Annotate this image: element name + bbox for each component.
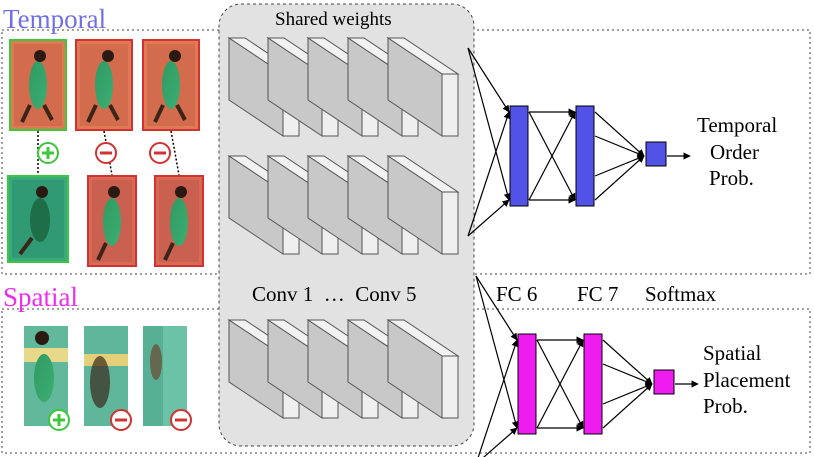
spatial-output-line-3: Prob. bbox=[703, 394, 748, 419]
connection-arrow bbox=[483, 427, 518, 457]
fc6-temporal-bar bbox=[509, 105, 529, 207]
connection-arrow bbox=[594, 155, 645, 201]
conv-stack-temporal-bottom bbox=[227, 155, 460, 255]
spatial-patches bbox=[24, 326, 192, 431]
temporal-output-line-3: Prob. bbox=[709, 166, 754, 191]
frame-bottom-2 bbox=[87, 175, 137, 267]
conv-stack-temporal-top bbox=[227, 37, 460, 137]
connection-arrow bbox=[467, 199, 510, 237]
connection-arrow bbox=[528, 111, 576, 201]
frame-top-2 bbox=[75, 39, 133, 131]
temporal-output-label: Temporal Order Prob. bbox=[697, 112, 777, 192]
softmax-label: Softmax bbox=[645, 282, 717, 306]
spatial-output-line-1: Spatial bbox=[703, 341, 762, 365]
spatial-output-label: Spatial Placement Prob. bbox=[703, 340, 790, 420]
plus-sign-icon bbox=[48, 409, 70, 431]
connection-arrow bbox=[536, 339, 584, 429]
spatial-output-line-2: Placement bbox=[703, 367, 791, 392]
arrows-spatial bbox=[475, 275, 699, 457]
conv-layers-label: Conv 1 … Conv 5 bbox=[252, 282, 417, 306]
conv-slab-front bbox=[441, 191, 459, 255]
conv-slab-front bbox=[441, 355, 459, 419]
softmax-temporal-box bbox=[645, 141, 667, 167]
connection-arrow bbox=[602, 383, 653, 429]
connection-arrow bbox=[467, 47, 510, 113]
connection-arrow bbox=[475, 275, 519, 429]
conv-slab-front bbox=[441, 73, 459, 137]
connection-arrow bbox=[467, 47, 511, 201]
temporal-frames bbox=[7, 39, 204, 267]
plus-sign-icon bbox=[37, 142, 59, 164]
fc7-temporal-bar bbox=[575, 105, 595, 207]
frame-bottom-1 bbox=[7, 175, 69, 263]
connection-arrow bbox=[594, 155, 645, 177]
connection-arrow bbox=[594, 111, 645, 157]
temporal-title: Temporal bbox=[3, 4, 107, 34]
connection-arrow bbox=[475, 275, 518, 341]
minus-sign-icon bbox=[110, 409, 132, 431]
softmax-spatial-box bbox=[653, 369, 675, 395]
connection-arrow bbox=[602, 383, 653, 405]
connection-arrow bbox=[594, 135, 645, 157]
temporal-output-line-1: Temporal bbox=[697, 113, 778, 137]
spatial-section-box bbox=[1, 308, 811, 454]
frame-top-1 bbox=[9, 39, 67, 131]
connection-arrow bbox=[477, 339, 519, 457]
fc-spatial bbox=[517, 333, 675, 435]
connection-arrow bbox=[467, 111, 511, 237]
minus-sign-icon bbox=[170, 409, 192, 431]
minus-sign-icon bbox=[149, 142, 171, 164]
conv-stack-spatial bbox=[227, 319, 460, 419]
spatial-title: Spatial bbox=[3, 282, 78, 312]
patch-1 bbox=[24, 326, 68, 426]
fc7-spatial-bar bbox=[583, 333, 603, 435]
fc7-label: FC 7 bbox=[577, 282, 619, 306]
shared-weights-label: Shared weights bbox=[275, 9, 392, 30]
fc6-spatial-bar bbox=[517, 333, 537, 435]
frame-bottom-3 bbox=[154, 175, 204, 267]
connection-arrow bbox=[602, 339, 653, 385]
arrows-temporal bbox=[467, 47, 691, 237]
fc-temporal bbox=[509, 105, 667, 207]
temporal-output-line-2: Order bbox=[710, 139, 759, 164]
minus-sign-icon bbox=[95, 142, 117, 164]
frame-top-3 bbox=[142, 39, 200, 131]
connection-arrow bbox=[602, 363, 653, 385]
fc6-label: FC 6 bbox=[496, 282, 538, 306]
